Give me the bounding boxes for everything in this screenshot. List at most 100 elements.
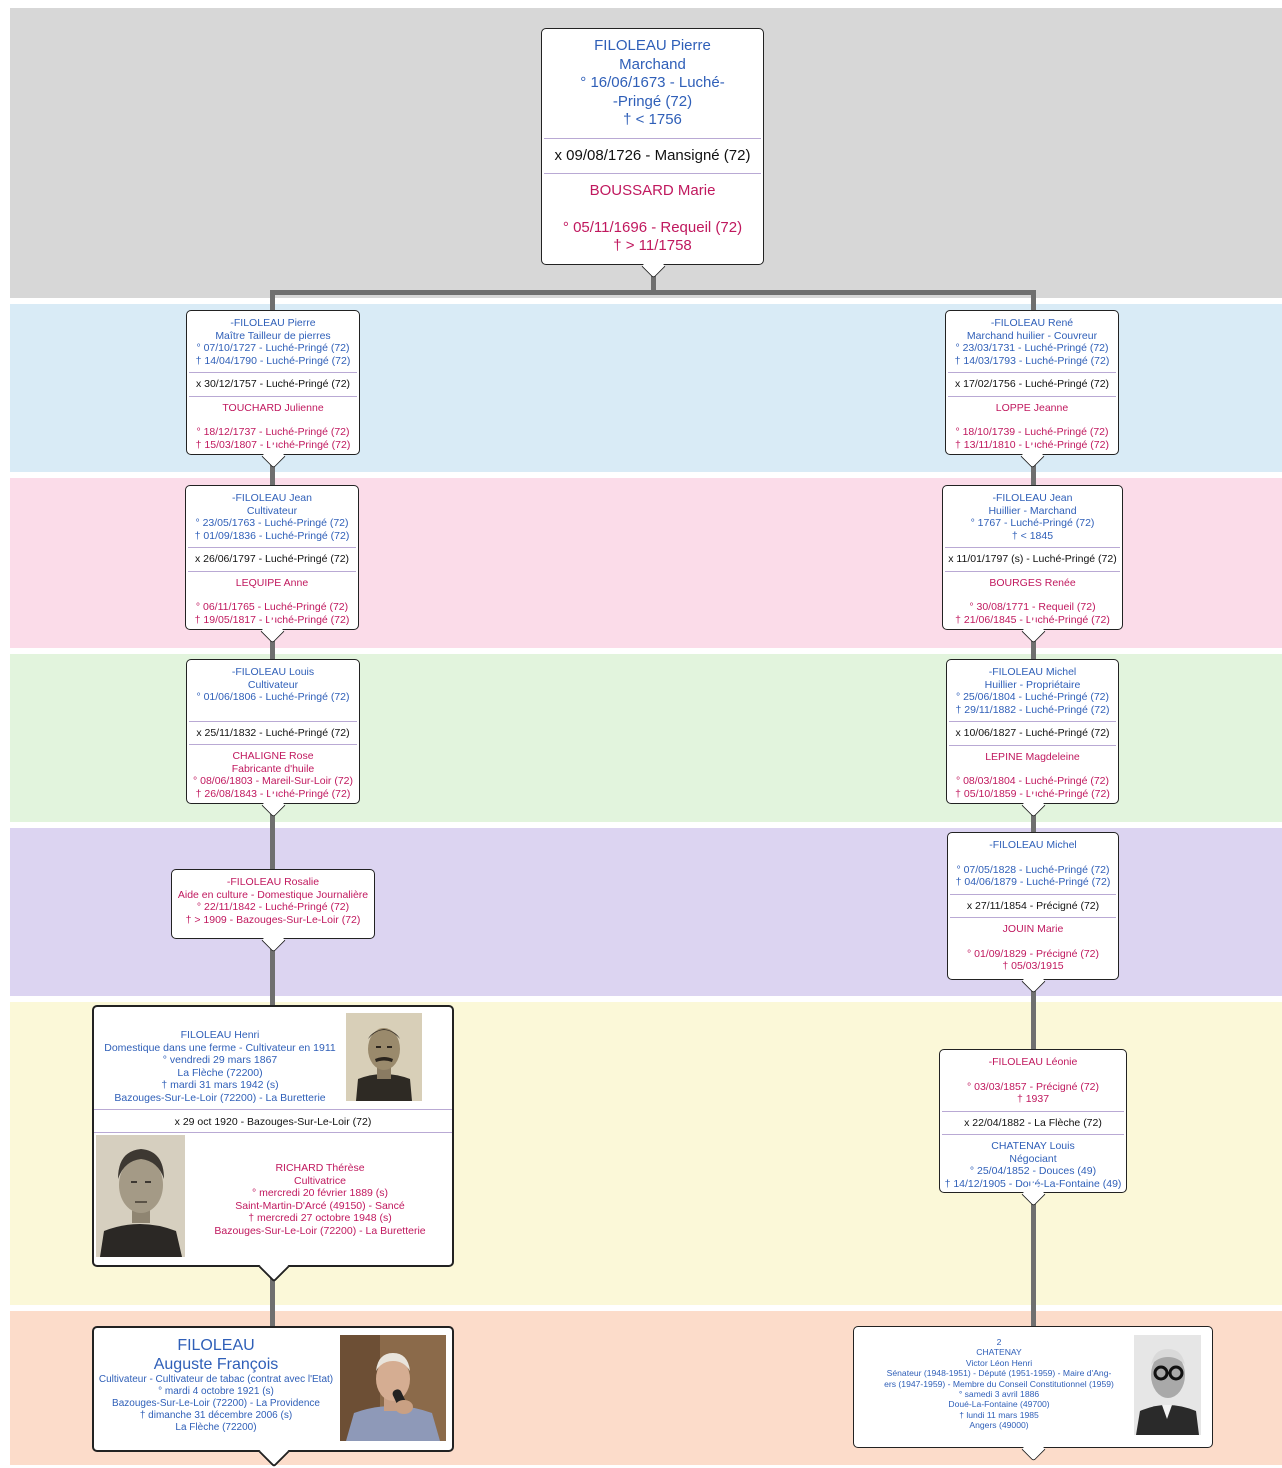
occupation: Maître Tailleur de pierres [215, 329, 331, 342]
spouse-birth: ° 06/11/1765 - Luché-Pringé (72) [195, 601, 349, 613]
right-gen3-card[interactable]: -FILOLEAU Michel Huillier - Propriétaire… [946, 659, 1119, 818]
left-gen2-card[interactable]: -FILOLEAU Jean Cultivateur ° 23/05/1763 … [185, 485, 359, 644]
spouse-birth: ° 08/03/1804 - Luché-Pringé (72) [955, 775, 1110, 787]
marriage-info: x 09/08/1726 - Mansigné (72) [554, 146, 751, 164]
left-gen3-card[interactable]: -FILOLEAU Louis Cultivateur ° 01/06/1806… [186, 659, 360, 818]
spouse-birth: ° 30/08/1771 - Requeil (72) [969, 601, 1096, 613]
death-info: † mardi 31 mars 1942 (s) [161, 1079, 279, 1091]
spouse-birth: ° 18/12/1737 - Luché-Pringé (72) [196, 426, 350, 438]
person-surname: CHATENAY [976, 1347, 1022, 1358]
person-name: -FILOLEAU Rosalie [226, 876, 320, 888]
spouse-name: TOUCHARD Julienne [222, 401, 324, 414]
death-place: Angers (49000) [969, 1420, 1029, 1431]
spouse-birth: ° 05/11/1696 - Requeil (72) [562, 218, 743, 236]
marriage-info: x 27/11/1854 - Précigné (72) [966, 899, 1100, 912]
death-info: † 01/09/1836 - Luché-Pringé (72) [194, 529, 350, 542]
person-name: -FILOLEAU Louis [231, 666, 315, 678]
birth-info: ° 07/05/1828 - Luché-Pringé (72) [956, 863, 1110, 876]
henri-portrait-photo [346, 1013, 422, 1101]
birth-info: ° 22/11/1842 - Luché-Pringé (72) [196, 901, 350, 913]
person-name: -FILOLEAU Michel [989, 839, 1077, 851]
marriage-info: x 22/04/1882 - La Flèche (72) [964, 1116, 1102, 1129]
person-name: FILOLEAU Henri [180, 1029, 260, 1041]
spouse-name: RICHARD Thérèse [275, 1162, 365, 1174]
birth-info: ° 23/03/1731 - Luché-Pringé (72) [955, 342, 1109, 354]
spouse-name: CHALIGNE Rose [232, 750, 314, 762]
spouse-occupation: Négociant [1009, 1152, 1057, 1165]
occupation: Marchand [619, 55, 686, 73]
marriage-info: x 17/02/1756 - Luché-Pringé (72) [954, 378, 1110, 390]
person-name: -FILOLEAU Léonie [988, 1056, 1078, 1068]
occupation: Cultivateur - Cultivateur de tabac (cont… [98, 1374, 334, 1385]
spouse-birth: ° mercredi 20 février 1889 (s) [251, 1187, 389, 1199]
birth-place: La Flèche (72200) [177, 1066, 263, 1079]
birth-place: Doué-La-Fontaine (49700) [948, 1399, 1050, 1410]
right-gen1-card[interactable]: -FILOLEAU René Marchand huilier - Couvre… [945, 310, 1119, 469]
spouse-occupation: Cultivatrice [294, 1174, 346, 1187]
death-info: † 29/11/1882 - Luché-Pringé (72) [955, 703, 1110, 716]
death-place: Bazouges-Sur-Le-Loir (72200) - La Burett… [114, 1091, 326, 1104]
spouse-name: CHATENAY Louis [991, 1140, 1075, 1152]
divider [544, 173, 761, 174]
occupation: Aide en culture - Domestique Journalière [177, 888, 369, 901]
person-given-name: Auguste François [153, 1356, 279, 1373]
death-info: † 04/06/1879 - Luché-Pringé (72) [955, 876, 1111, 888]
death-info: † 14/04/1790 - Luché-Pringé (72) [195, 354, 351, 367]
occupation: Cultivateur [246, 504, 298, 517]
auguste-portrait-photo [340, 1335, 446, 1441]
victor-portrait-photo [1134, 1335, 1201, 1435]
birth-info: ° 25/06/1804 - Luché-Pringé (72) [955, 691, 1110, 703]
person-name: -FILOLEAU Pierre [230, 317, 316, 329]
spouse-name: LEQUIPE Anne [235, 576, 309, 589]
marriage-info: x 29 oct 1920 - Bazouges-Sur-Le-Loir (72… [174, 1116, 372, 1128]
left-gen1-card[interactable]: -FILOLEAU Pierre Maître Tailleur de pier… [186, 310, 360, 469]
person-name: -FILOLEAU Jean [232, 492, 312, 504]
spouse-birth: ° 25/04/1852 - Douces (49) [969, 1165, 1097, 1177]
person-number: 2 [996, 1337, 1002, 1347]
person-surname: FILOLEAU [177, 1337, 255, 1354]
occupation-continued: ers (1947-1959) - Membre du Conseil Cons… [884, 1378, 1114, 1389]
death-info: † 14/03/1793 - Luché-Pringé (72) [954, 354, 1110, 367]
right-gen4-card[interactable]: -FILOLEAU Michel ° 07/05/1828 - Luché-Pr… [947, 832, 1119, 994]
left-gen5-card[interactable]: FILOLEAU Henri Domestique dans une ferme… [92, 1005, 454, 1283]
death-info: † < 1756 [623, 111, 682, 128]
occupation: Huillier - Propriétaire [984, 678, 1081, 691]
left-gen4-card[interactable]: -FILOLEAU Rosalie Aide en culture - Dome… [171, 869, 375, 953]
marriage-info: x 10/06/1827 - Luché-Pringé (72) [955, 727, 1110, 739]
occupation: Marchand huilier - Couvreur [966, 329, 1098, 342]
birth-info: ° 07/10/1727 - Luché-Pringé (72) [196, 342, 350, 354]
spouse-birth: ° 01/09/1829 - Précigné (72) [966, 947, 1100, 960]
right-gen2-card[interactable]: -FILOLEAU Jean Huillier - Marchand ° 176… [942, 485, 1123, 644]
birth-info: ° samedi 3 avril 1886 [958, 1389, 1040, 1400]
spouse-death: † mercredi 27 octobre 1948 (s) [248, 1212, 392, 1224]
right-gen5-card[interactable]: -FILOLEAU Léonie ° 03/03/1857 - Précigné… [939, 1049, 1127, 1207]
birth-info: ° 16/06/1673 - Luché- [580, 74, 725, 91]
marriage-info: x 26/06/1797 - Luché-Pringé (72) [194, 553, 350, 565]
birth-info: ° 1767 - Luché-Pringé (72) [970, 517, 1095, 529]
spouse-name: LOPPE Jeanne [995, 401, 1069, 414]
birth-info: ° vendredi 29 mars 1867 [162, 1054, 278, 1066]
person-given-name: Victor Léon Henri [965, 1357, 1033, 1368]
left-gen6-card[interactable]: FILOLEAU Auguste François Cultivateur - … [92, 1326, 454, 1468]
spouse-name: JOUIN Marie [1002, 923, 1064, 935]
person-name: FILOLEAU Pierre [594, 37, 711, 54]
person-name: -FILOLEAU René [990, 317, 1074, 329]
marriage-info: x 25/11/1832 - Luché-Pringé (72) [196, 726, 350, 739]
person-name: -FILOLEAU Jean [992, 492, 1073, 504]
root-couple-card[interactable]: FILOLEAU Pierre Marchand ° 16/06/1673 - … [541, 28, 764, 279]
birth-place: -Pringé (72) [612, 92, 693, 110]
spouse-birth: ° 18/10/1739 - Luché-Pringé (72) [955, 426, 1109, 438]
spouse-death: † 05/03/1915 [1002, 960, 1064, 972]
right-gen6-card[interactable]: 2 CHATENAY Victor Léon Henri Sénateur (1… [853, 1326, 1213, 1462]
therese-portrait-photo [96, 1135, 185, 1257]
spouse-name: BOURGES Renée [989, 576, 1076, 589]
spouse-birth: ° 08/06/1803 - Mareil-Sur-Loir (72) [192, 775, 354, 787]
occupation: Cultivateur [247, 678, 299, 691]
spouse-death-place: Bazouges-Sur-Le-Loir (72200) - La Burett… [214, 1224, 426, 1237]
root-branch-line [270, 290, 1036, 295]
marriage-info: x 30/12/1757 - Luché-Pringé (72) [195, 378, 351, 390]
death-info: † lundi 11 mars 1985 [959, 1409, 1039, 1420]
divider [544, 137, 761, 139]
spouse-name: BOUSSARD Marie [589, 182, 716, 199]
spouse-birth-place: Saint-Martin-D'Arcé (49150) - Sancé [235, 1199, 405, 1212]
